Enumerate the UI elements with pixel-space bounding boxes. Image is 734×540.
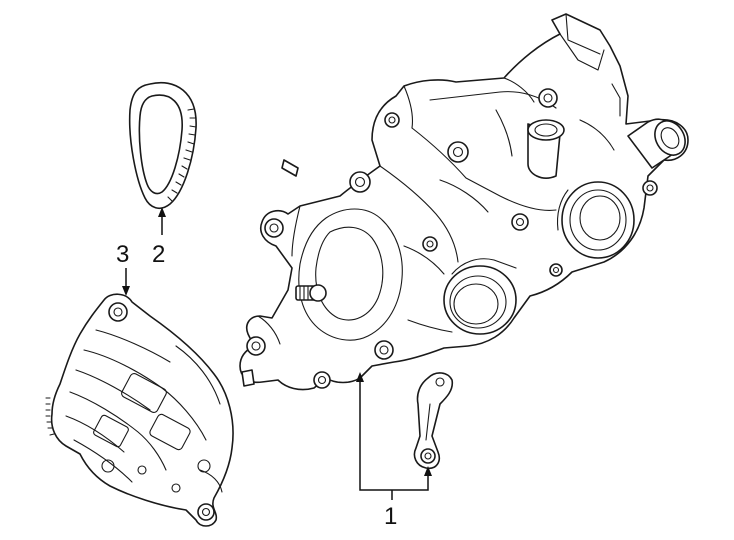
timing-belt[interactable] [128, 82, 197, 210]
water-pump-housing[interactable] [239, 13, 691, 391]
callout-2-label[interactable]: 2 [152, 241, 165, 268]
callout-1-leader [356, 372, 432, 500]
callout-3-label[interactable]: 3 [116, 241, 129, 268]
callout-3-leader [122, 268, 130, 296]
pump-module[interactable] [45, 293, 234, 527]
callout-2-leader [158, 207, 166, 235]
callout-1-label[interactable]: 1 [384, 503, 397, 530]
pump-bracket[interactable] [413, 372, 454, 470]
